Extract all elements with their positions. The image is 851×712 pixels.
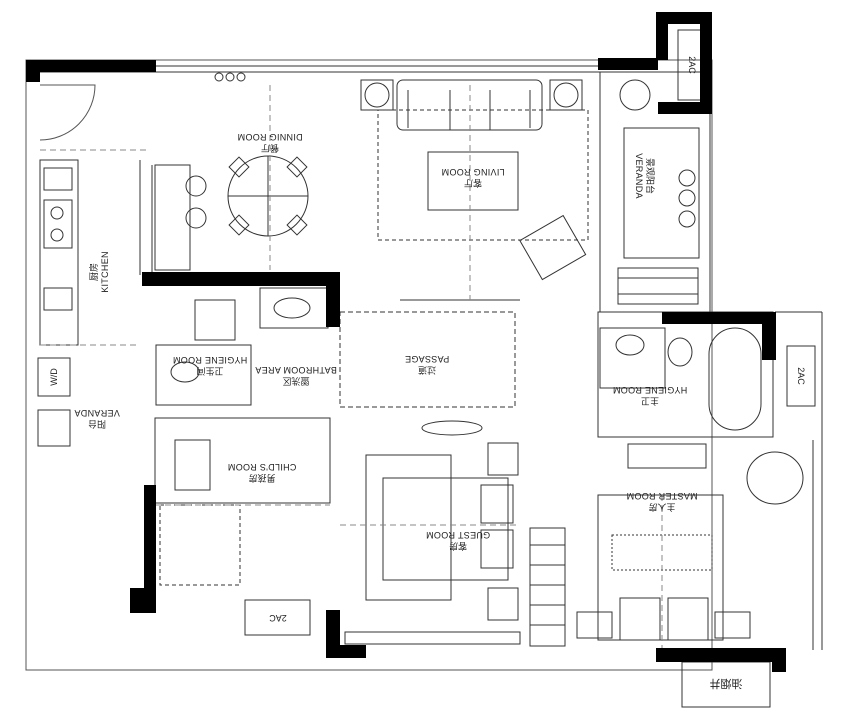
veranda-rug <box>623 127 700 259</box>
kitchen-sink <box>43 287 73 311</box>
living-rug <box>377 109 589 241</box>
outer-envelope <box>25 59 713 671</box>
wardrobe <box>529 527 566 647</box>
passage-area <box>339 311 516 408</box>
guest-bed <box>382 477 509 581</box>
entrance-door <box>39 84 96 141</box>
child-bed <box>159 504 241 586</box>
bar-counter <box>154 164 191 271</box>
dining-table <box>227 155 309 237</box>
kitchen-counter <box>39 159 79 346</box>
toilet-small <box>170 361 200 383</box>
master-armchair <box>746 451 804 505</box>
armchair <box>519 214 587 281</box>
bathtub <box>708 327 762 431</box>
plant <box>619 79 651 111</box>
structural-walls <box>26 12 786 672</box>
toilet-master <box>667 337 693 367</box>
